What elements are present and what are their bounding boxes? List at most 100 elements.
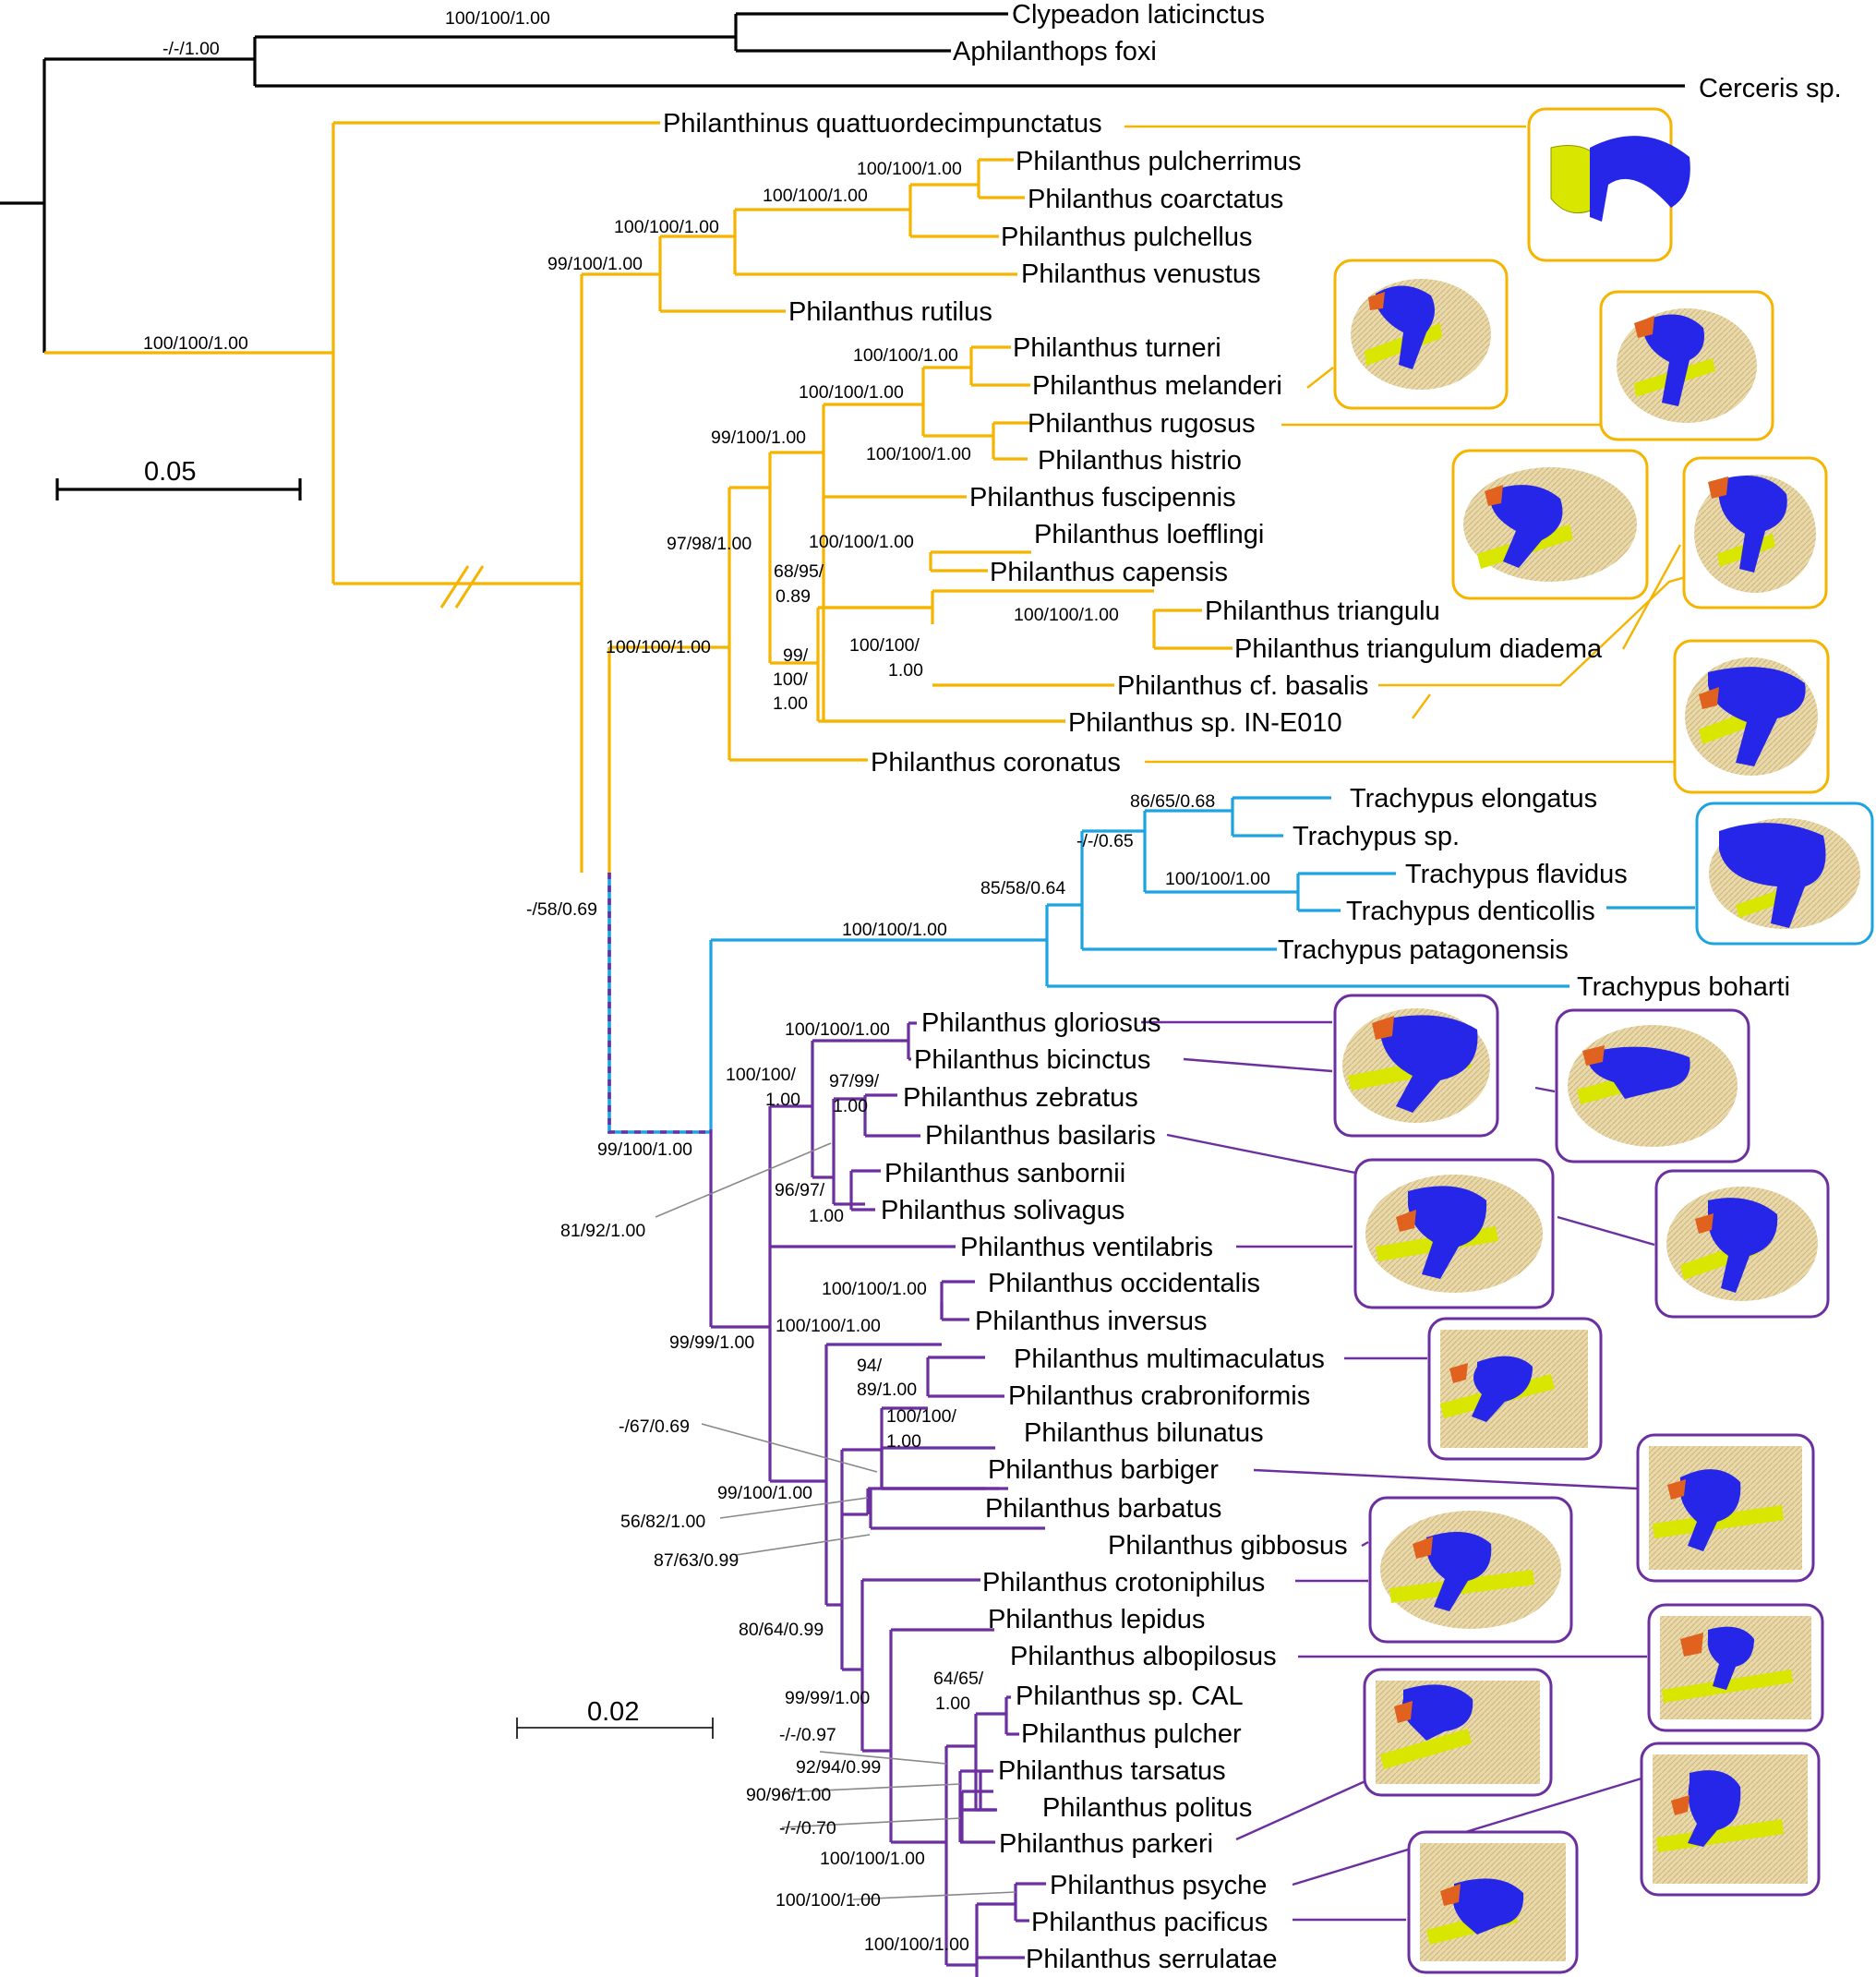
- taxon-trachypus-sp: Trachypus sp.: [1293, 822, 1460, 851]
- taxon-philanthus-crabroniformis: Philanthus crabroniformis: [1008, 1381, 1310, 1411]
- branch-dashed: [607, 873, 711, 1134]
- support-label: 97/98/1.00: [667, 534, 752, 554]
- thumbnail-solivagus: [1654, 1169, 1830, 1319]
- support-label: 1.00: [773, 693, 808, 714]
- taxon-philanthus-bilunatus: Philanthus bilunatus: [1024, 1418, 1264, 1448]
- support-label: -/-/1.00: [162, 39, 220, 59]
- support-label: 99/100/1.00: [711, 428, 806, 448]
- scale-bar-1: [55, 478, 302, 500]
- support-labels: 100/100/1.00 -/-/1.00 100/100/1.00 100/1…: [143, 8, 1270, 1955]
- support-label: 96/97/: [775, 1180, 825, 1200]
- support-label: 100/100/1.00: [785, 1019, 890, 1040]
- support-label: 100/: [773, 669, 809, 690]
- support-label: 1.00: [886, 1431, 921, 1452]
- taxon-philanthus-gloriosus: Philanthus gloriosus: [921, 1008, 1161, 1038]
- support-label: 100/100/1.00: [776, 1316, 881, 1336]
- thumbnail-denticollis: [1695, 802, 1874, 946]
- support-label: 100/100/1.00: [820, 1849, 925, 1869]
- taxon-philanthus-gibbosus: Philanthus gibbosus: [1108, 1531, 1348, 1561]
- support-label: -/67/0.69: [619, 1416, 690, 1437]
- support-label: 99/99/1.00: [785, 1688, 870, 1708]
- support-label: 100/100/: [726, 1065, 796, 1085]
- support-label: 100/100/1.00: [143, 333, 248, 354]
- taxon-philanthus-coarctatus: Philanthus coarctatus: [1028, 185, 1283, 214]
- taxon-philanthus-triangulum-diadema: Philanthus triangulum diadema: [1234, 634, 1603, 664]
- taxon-philanthus-crotoniphilus: Philanthus crotoniphilus: [982, 1568, 1265, 1597]
- taxon-philanthinus-quattuordecimpunctatus: Philanthinus quattuordecimpunctatus: [663, 109, 1102, 139]
- support-label: 100/100/1.00: [809, 532, 914, 552]
- taxon-philanthus-sp-cal: Philanthus sp. CAL: [1016, 1682, 1244, 1711]
- taxon-philanthus-tarsatus: Philanthus tarsatus: [998, 1756, 1226, 1786]
- support-label: 0.89: [776, 586, 811, 607]
- support-label: 81/92/1.00: [560, 1221, 645, 1241]
- taxon-philanthus-multimaculatus: Philanthus multimaculatus: [1014, 1344, 1325, 1374]
- branches-purple: [709, 1021, 1046, 1977]
- taxon-philanthus-serrulatae: Philanthus serrulatae: [1026, 1945, 1277, 1974]
- taxon-clypeadon-laticinctus: Clypeadon laticinctus: [1012, 0, 1265, 30]
- thumbnail-sp-cal: [1363, 1668, 1553, 1797]
- thumbnail-multimaculatus: [1427, 1317, 1603, 1461]
- taxon-philanthus-melanderi: Philanthus melanderi: [1032, 371, 1282, 401]
- support-label: 100/100/1.00: [1014, 605, 1119, 625]
- support-label: 99/99/1.00: [669, 1332, 754, 1353]
- taxon-aphilanthops-foxi: Aphilanthops foxi: [953, 37, 1157, 66]
- taxon-trachypus-elongatus: Trachypus elongatus: [1350, 784, 1597, 814]
- taxon-trachypus-flavidus: Trachypus flavidus: [1405, 860, 1628, 889]
- taxon-trachypus-patagonensis: Trachypus patagonensis: [1278, 935, 1569, 965]
- thumbnail-pacificus: [1407, 1830, 1579, 1974]
- thumbnail-gloriosus: [1333, 994, 1499, 1138]
- support-label: 100/100/1.00: [822, 1279, 927, 1299]
- branch-break-marks: [439, 565, 485, 609]
- taxon-philanthus-lepidus: Philanthus lepidus: [988, 1605, 1205, 1634]
- taxon-philanthus-rutilus: Philanthus rutilus: [788, 297, 992, 327]
- support-label: 100/100/1.00: [842, 920, 947, 940]
- support-label: 99/: [783, 645, 809, 666]
- support-label: 1.00: [935, 1694, 970, 1714]
- taxon-philanthus-sp-in-e010: Philanthus sp. IN-E010: [1068, 708, 1342, 738]
- taxon-philanthus-pulcherrimus: Philanthus pulcherrimus: [1016, 147, 1301, 176]
- support-label: 1.00: [888, 660, 923, 681]
- support-label: 100/100/1.00: [763, 186, 868, 206]
- taxon-philanthus-barbiger: Philanthus barbiger: [988, 1455, 1219, 1485]
- thumbnail-barbiger: [1636, 1433, 1815, 1583]
- taxon-labels: Clypeadon laticinctus Aphilanthops foxi …: [663, 0, 1842, 1974]
- thumbnail-albopilosus: [1647, 1603, 1824, 1732]
- support-label: 64/65/: [933, 1669, 984, 1689]
- taxon-philanthus-pacificus: Philanthus pacificus: [1031, 1908, 1268, 1937]
- thumbnail-basilaris: [1353, 1158, 1555, 1309]
- thumbnail-melanderi: [1333, 259, 1509, 410]
- taxon-philanthus-turneri: Philanthus turneri: [1013, 333, 1221, 363]
- taxon-cerceris-sp: Cerceris sp.: [1699, 74, 1842, 103]
- taxon-trachypus-boharti: Trachypus boharti: [1577, 972, 1790, 1002]
- taxon-philanthus-bicinctus: Philanthus bicinctus: [914, 1045, 1150, 1075]
- support-label: 97/99/: [829, 1071, 880, 1091]
- branches-blue: [709, 796, 1695, 1129]
- support-label: 100/100/1.00: [614, 217, 719, 237]
- support-label: 100/100/1.00: [799, 382, 904, 403]
- taxon-philanthus-loefflingi: Philanthus loefflingi: [1034, 520, 1264, 549]
- support-label: 100/100/1.00: [776, 1890, 881, 1911]
- taxon-philanthus-pulchellus: Philanthus pulchellus: [1001, 223, 1252, 252]
- support-label: 100/100/: [886, 1406, 956, 1427]
- taxon-philanthus-capensis: Philanthus capensis: [990, 558, 1228, 587]
- support-label: 1.00: [833, 1096, 868, 1116]
- taxon-philanthus-barbatus: Philanthus barbatus: [985, 1494, 1221, 1524]
- support-label: -/-/0.65: [1076, 831, 1134, 851]
- taxon-philanthus-pulcher: Philanthus pulcher: [1021, 1719, 1242, 1749]
- support-label: 90/96/1.00: [746, 1785, 831, 1805]
- taxon-philanthus-politus: Philanthus politus: [1042, 1793, 1252, 1823]
- taxon-philanthus-triangulu: Philanthus triangulu: [1205, 597, 1440, 626]
- taxon-philanthus-fuscipennis: Philanthus fuscipennis: [969, 483, 1236, 512]
- thumbnail-triangulum: [1451, 449, 1649, 600]
- support-label: 100/100/1.00: [445, 8, 550, 29]
- scale-bar-label-2: 0.02: [587, 1697, 639, 1727]
- support-label: 92/94/0.99: [796, 1757, 881, 1778]
- branches-outgroup: [0, 12, 1685, 353]
- scale-bar-2: [516, 1718, 714, 1739]
- leaders-yellow: [1124, 125, 1690, 764]
- support-label: 56/82/1.00: [620, 1512, 705, 1532]
- support-label: 94/: [857, 1356, 883, 1376]
- support-label: 100/100/1.00: [864, 1935, 969, 1955]
